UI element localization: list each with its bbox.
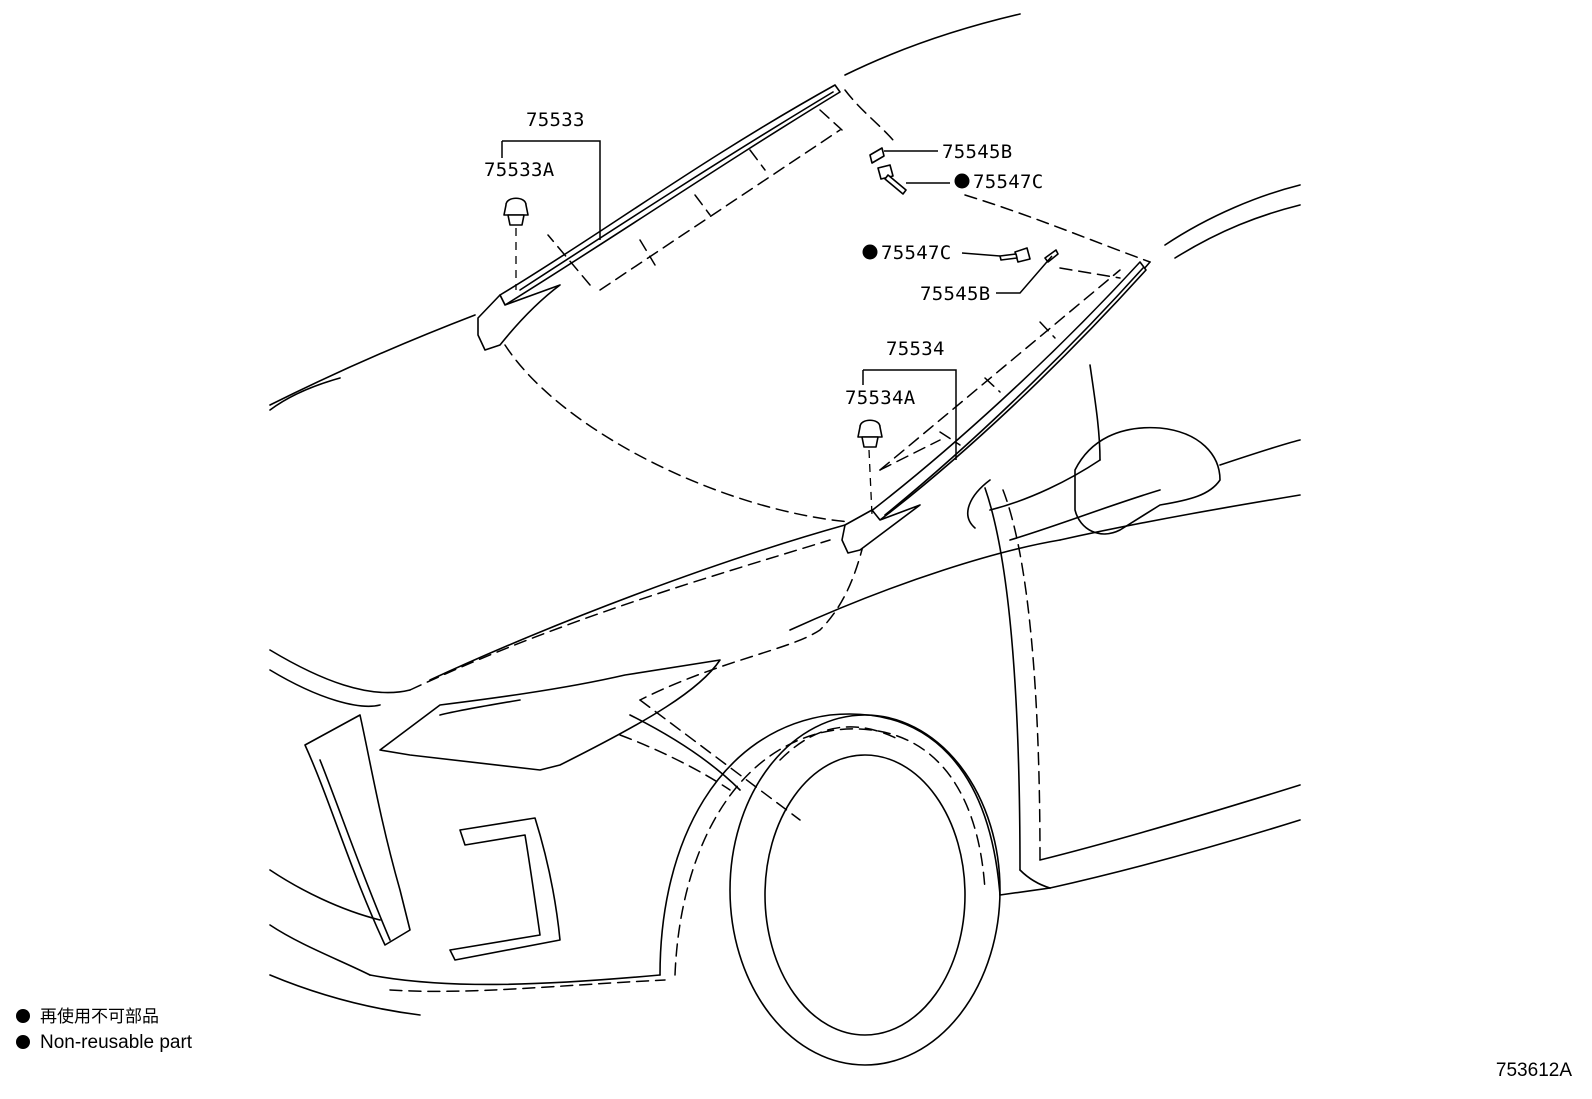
nonreusable-dot-icon [16, 1009, 30, 1023]
vehicle-outline [269, 13, 1301, 1066]
clip-75534A-icon [857, 419, 883, 516]
bolt-75547C-lower-icon [999, 247, 1031, 263]
label-75534A: 75534A [845, 387, 916, 409]
bracket-75545B-upper-icon [869, 147, 885, 164]
label-75533: 75533 [526, 109, 585, 131]
bolt-75547C-upper-icon [877, 164, 907, 195]
label-75545B-upper: 75545B [942, 141, 1012, 163]
drawing-number: 753612A [1495, 1060, 1572, 1081]
nonreusable-dot-75547C-upper [954, 173, 970, 189]
clip-75533A-icon [503, 197, 529, 290]
part-75533-garnish [477, 84, 843, 351]
part-75534-garnish [841, 261, 1147, 554]
label-75533A: 75533A [484, 159, 555, 181]
nonreusable-dot-icon [16, 1035, 30, 1049]
label-75547C-lower: 75547C [881, 242, 951, 264]
legend-english-text: Non-reusable part [40, 1032, 193, 1053]
legend-english: Non-reusable part [16, 1032, 192, 1054]
leader-lines [501, 140, 1053, 460]
legend-japanese-text: 再使用不可部品 [40, 1007, 159, 1027]
label-75534: 75534 [886, 338, 945, 360]
label-75547C-upper: 75547C [973, 171, 1043, 193]
legend-japanese: 再使用不可部品 [16, 1006, 159, 1028]
nonreusable-dot-75547C-lower [862, 244, 878, 260]
callouts: 75533 75533A 75545B 75547C 75547C 75545B… [484, 109, 1043, 409]
label-75545B-lower: 75545B [920, 283, 990, 305]
